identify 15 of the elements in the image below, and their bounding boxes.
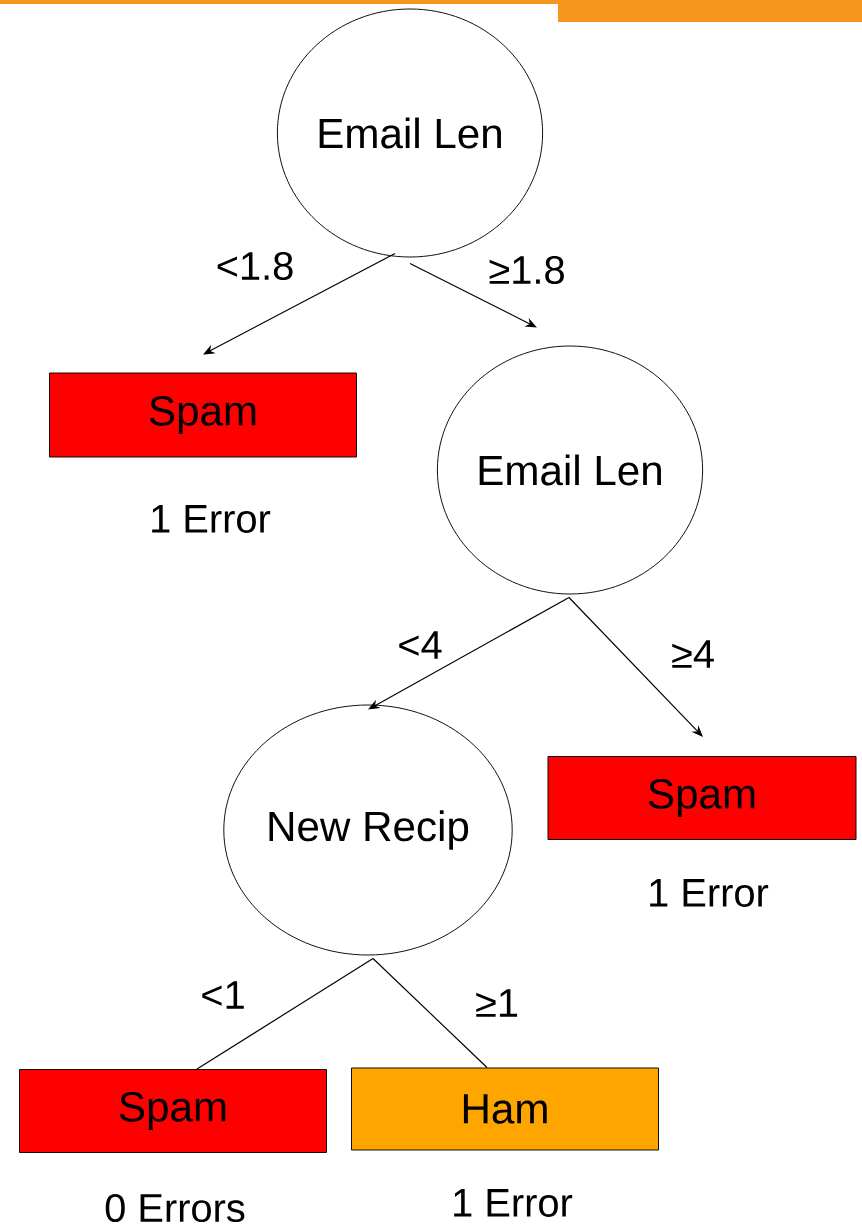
error-count: 1 Error: [454, 1189, 573, 1217]
edge-label: <1: [199, 980, 247, 1010]
arrow: [203, 252, 396, 355]
error-count: 1 Error: [152, 505, 271, 533]
edge-label: <4: [396, 630, 444, 660]
edge-label: ≥1: [473, 988, 521, 1018]
arrow: [368, 596, 570, 710]
arrow: [409, 262, 537, 328]
error-count: 1 Error: [650, 879, 769, 907]
leaf-box: Ham: [351, 1067, 659, 1151]
error-count: 0 Errors: [105, 1193, 245, 1223]
leaf-box: Spam: [19, 1069, 327, 1153]
leaf-box: Spam: [49, 372, 357, 458]
leaf-box: Spam: [547, 756, 857, 840]
edge-label: ≥4: [669, 639, 717, 669]
